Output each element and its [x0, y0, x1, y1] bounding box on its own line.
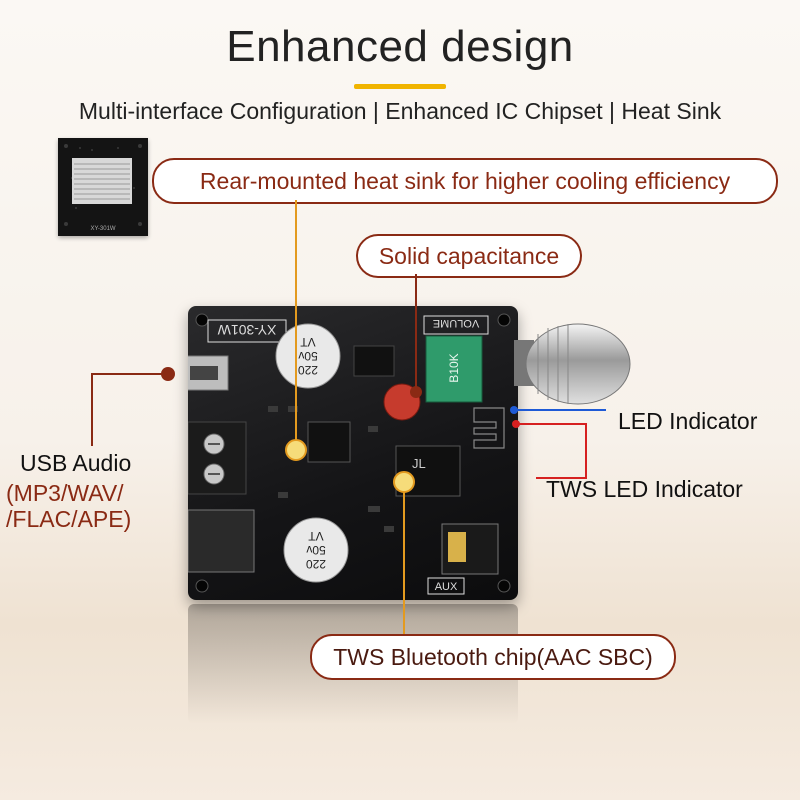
model-label-box	[207, 319, 287, 343]
antenna-trace	[473, 407, 505, 449]
usb-audio-formats-2: /FLAC/APE)	[6, 506, 132, 532]
aux-label: AUX	[435, 581, 458, 593]
capacitor-top-rating-3: VT	[300, 335, 316, 349]
amplifier-board: XY-301W VOLUME 220 50v VT 220 50v VT JL	[179, 306, 518, 600]
capacitor-bottom-rating-2: 50v	[306, 543, 325, 557]
page-subtitle: Multi-interface Configuration | Enhanced…	[78, 98, 722, 124]
page-title: Enhanced design	[226, 22, 574, 71]
capacitor-bottom-rating-1: 220	[306, 557, 326, 571]
capacitor-bottom-rating-3: VT	[308, 529, 324, 543]
bluetooth-chip-dot	[393, 471, 415, 493]
thumb-model-text: XY-301W	[90, 226, 115, 232]
capacitance-dot	[410, 386, 422, 398]
tws-led-indicator-label: TWS LED Indicator	[546, 476, 743, 502]
ic-chip-small	[353, 345, 395, 377]
tws-led-leader	[516, 423, 587, 479]
inductor	[187, 509, 255, 573]
model-label: XY-301W	[217, 322, 276, 338]
usb-audio-leader	[91, 373, 166, 446]
capacitor-top-rating-2: 50v	[298, 349, 317, 363]
bluetooth-chip-callout: TWS Bluetooth chip(AAC SBC)	[310, 634, 676, 680]
bluetooth-chip-logo: JL	[412, 456, 426, 471]
tws-led-dot	[512, 420, 520, 428]
volume-knob[interactable]	[514, 322, 634, 406]
led-indicator-label: LED Indicator	[618, 408, 758, 434]
pot-marking: B10K	[447, 353, 461, 382]
usb-audio-dot	[161, 367, 175, 381]
title-underline	[354, 84, 446, 89]
usb-audio-label: USB Audio	[20, 450, 132, 476]
heat-sink-thumbnail-drawing: XY-301W	[58, 138, 148, 236]
amplifier-ic	[307, 421, 351, 463]
aux-jack-gold	[448, 532, 466, 562]
capacitor-top	[275, 323, 341, 389]
aux-label-box	[427, 577, 465, 595]
capacitance-callout: Solid capacitance	[356, 234, 582, 278]
board-drawing: XY-301W VOLUME 220 50v VT 220 50v VT JL	[179, 313, 511, 595]
capacitor-top-rating-1: 220	[298, 363, 318, 377]
heat-sink-callout: Rear-mounted heat sink for higher coolin…	[152, 158, 778, 204]
led-indicator-dot	[510, 406, 518, 414]
usb-port-slot	[190, 366, 218, 380]
volume-label: VOLUME	[433, 317, 479, 329]
heat-sink-thumbnail: XY-301W	[58, 138, 148, 236]
volume-label-box	[423, 315, 489, 335]
capacitor-bottom	[283, 517, 349, 583]
heat-sink-target-dot	[285, 439, 307, 461]
usb-audio-formats-1: (MP3/WAV/	[6, 480, 124, 506]
volume-potentiometer	[425, 335, 483, 403]
